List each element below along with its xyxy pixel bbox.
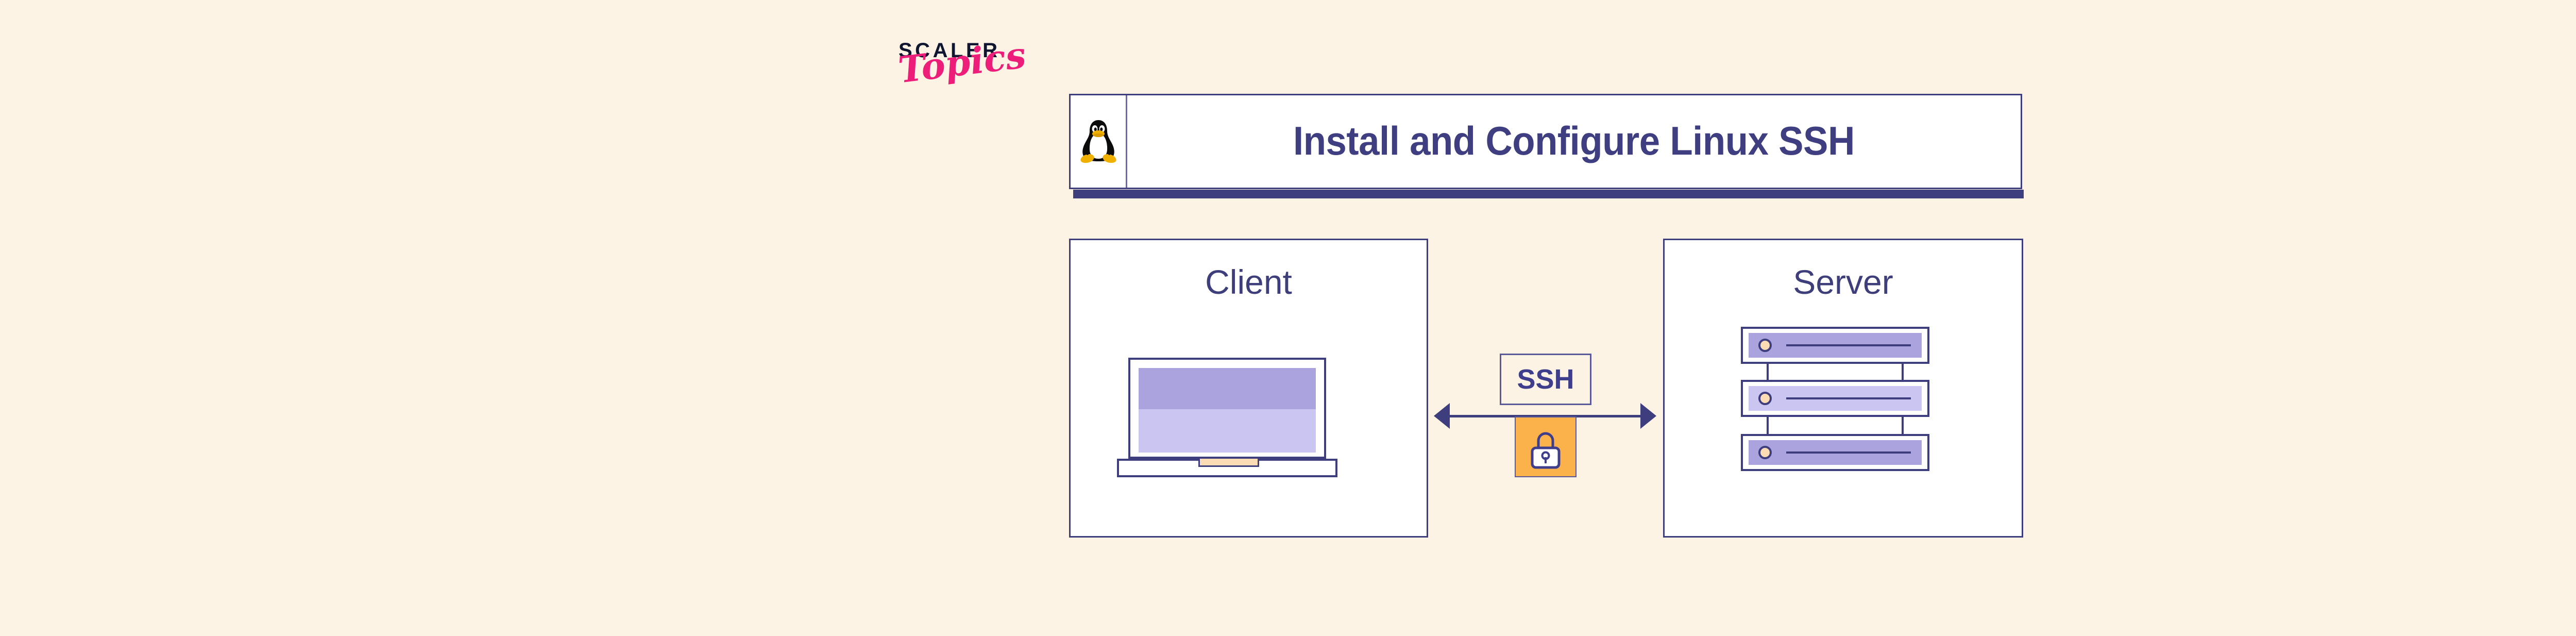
server-rack-connector [1767, 363, 1769, 381]
laptop-icon [1117, 358, 1385, 497]
padlock-icon [1531, 432, 1561, 469]
arrow-head-left-icon [1434, 403, 1450, 429]
scaler-topics-logo: SCALER Topics [896, 34, 1030, 128]
banner-title-cell: Install and Configure Linux SSH [1127, 95, 2021, 188]
status-led-icon [1758, 446, 1772, 459]
arrow-head-right-icon [1640, 403, 1656, 429]
server-unit-slot-line [1786, 397, 1911, 399]
tux-linux-penguin-icon [1080, 120, 1116, 163]
logo-brand-text: SCALER [899, 39, 1001, 62]
server-label: Server [1793, 263, 1893, 301]
server-panel: Server [1663, 239, 2023, 538]
laptop-screen-upper-band [1139, 368, 1316, 409]
page-title: Install and Configure Linux SSH [1293, 118, 1855, 163]
server-rack-connector [1767, 416, 1769, 436]
banner-icon-cell [1071, 95, 1127, 188]
laptop-trackpad [1198, 457, 1259, 467]
laptop-lid [1128, 358, 1326, 459]
server-rack-unit [1741, 327, 1929, 364]
client-panel: Client [1069, 239, 1428, 538]
status-led-icon [1758, 339, 1772, 352]
server-rack-unit [1741, 434, 1929, 471]
client-label: Client [1205, 263, 1292, 301]
server-rack-connector [1902, 416, 1904, 436]
banner-underline-bar [1073, 190, 2024, 198]
laptop-screen-lower-band [1139, 409, 1316, 453]
server-rack-connector [1902, 363, 1904, 381]
server-unit-face [1749, 333, 1922, 358]
server-unit-face [1749, 440, 1922, 465]
status-led-icon [1758, 392, 1772, 405]
title-banner: Install and Configure Linux SSH [1069, 94, 2022, 189]
ssh-protocol-badge: SSH [1500, 354, 1591, 405]
server-rack-icon [1741, 327, 1947, 507]
server-unit-slot-line [1786, 344, 1911, 346]
encryption-lock-tile [1515, 416, 1577, 477]
server-rack-unit [1741, 380, 1929, 417]
server-unit-slot-line [1786, 451, 1911, 454]
ssh-protocol-label: SSH [1517, 364, 1574, 395]
server-unit-face [1749, 386, 1922, 411]
double-headed-arrow-icon [1449, 415, 1641, 417]
